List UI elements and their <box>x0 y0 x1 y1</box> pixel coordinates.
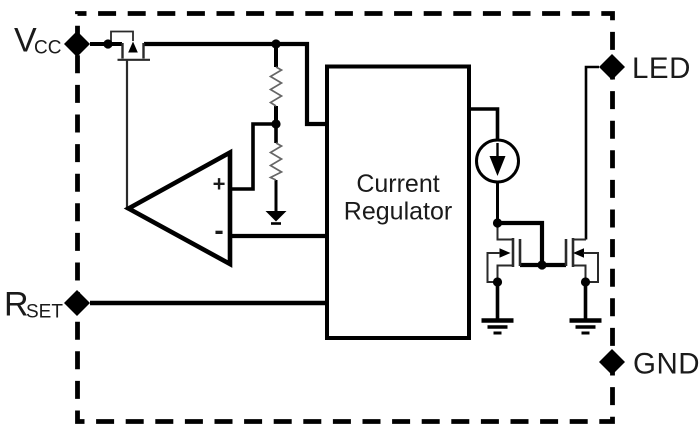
earth-ground-icon-right <box>569 318 602 335</box>
current-source-icon <box>475 138 520 184</box>
rset-pin-subscript: SET <box>26 302 63 323</box>
resistor-icon-r2 <box>268 142 284 181</box>
wire-regulator-to-current-source <box>469 107 500 141</box>
wire-led <box>584 65 599 240</box>
current-regulator-label-line2: Regulator <box>344 198 452 226</box>
junction-dots <box>103 39 591 287</box>
junction-dot <box>492 218 503 228</box>
vcc-pin-diamond-icon <box>64 31 90 57</box>
body-arrow-icon <box>499 248 511 258</box>
junction-dot <box>537 260 547 270</box>
pin-vcc: V CC <box>14 22 90 60</box>
rset-pin-diamond-icon <box>64 290 90 316</box>
opamp-plus-label: + <box>213 172 226 197</box>
drain-lead <box>496 223 512 241</box>
body-arrow-icon <box>128 41 138 53</box>
nmos-mirror-right-icon <box>564 238 599 283</box>
earth-ground-icon-left <box>481 318 514 335</box>
current-regulator-label-line1: Current <box>356 170 439 198</box>
gnd-pin-label: GND <box>633 348 700 381</box>
junction-dot <box>271 119 281 129</box>
body-lead <box>486 252 500 283</box>
body-arrow-icon <box>573 248 584 258</box>
vcc-pin-label: V <box>14 22 37 60</box>
vcc-pin-subscript: CC <box>34 38 61 59</box>
body-lead <box>583 252 599 283</box>
resistor-icon-r1 <box>268 66 284 107</box>
opamp-triangle <box>123 148 233 268</box>
current-regulator-box <box>325 64 471 340</box>
signal-ground-icon <box>265 211 287 225</box>
rset-pin-label: R <box>4 286 29 324</box>
pin-led: LED <box>599 52 691 85</box>
wire-drain-to-regulator <box>144 41 327 127</box>
junction-dot <box>271 39 281 49</box>
down-arrow-icon <box>489 156 506 176</box>
led-pin-diamond-icon <box>599 54 625 80</box>
wire-gate-feed <box>497 220 545 265</box>
pin-gnd: GND <box>599 348 700 381</box>
pmos-pass-transistor-icon <box>110 30 150 209</box>
junction-dot <box>103 39 113 49</box>
gate-bracket <box>110 30 134 44</box>
current-regulator-block: Current Regulator <box>325 64 471 340</box>
opamp-icon: + - <box>123 148 233 268</box>
junction-dot <box>580 277 591 287</box>
led-pin-label: LED <box>632 52 691 85</box>
pin-rset: R SET <box>4 286 90 324</box>
wire-opamp-plus-input <box>232 122 276 191</box>
gnd-pin-diamond-icon <box>599 349 625 375</box>
opamp-minus-label: - <box>214 215 223 246</box>
source-lead <box>496 264 512 282</box>
nmos-mirror-left-icon <box>486 223 522 283</box>
junction-dot <box>492 277 503 287</box>
package-boundary <box>75 11 615 424</box>
source-lead <box>573 264 587 282</box>
